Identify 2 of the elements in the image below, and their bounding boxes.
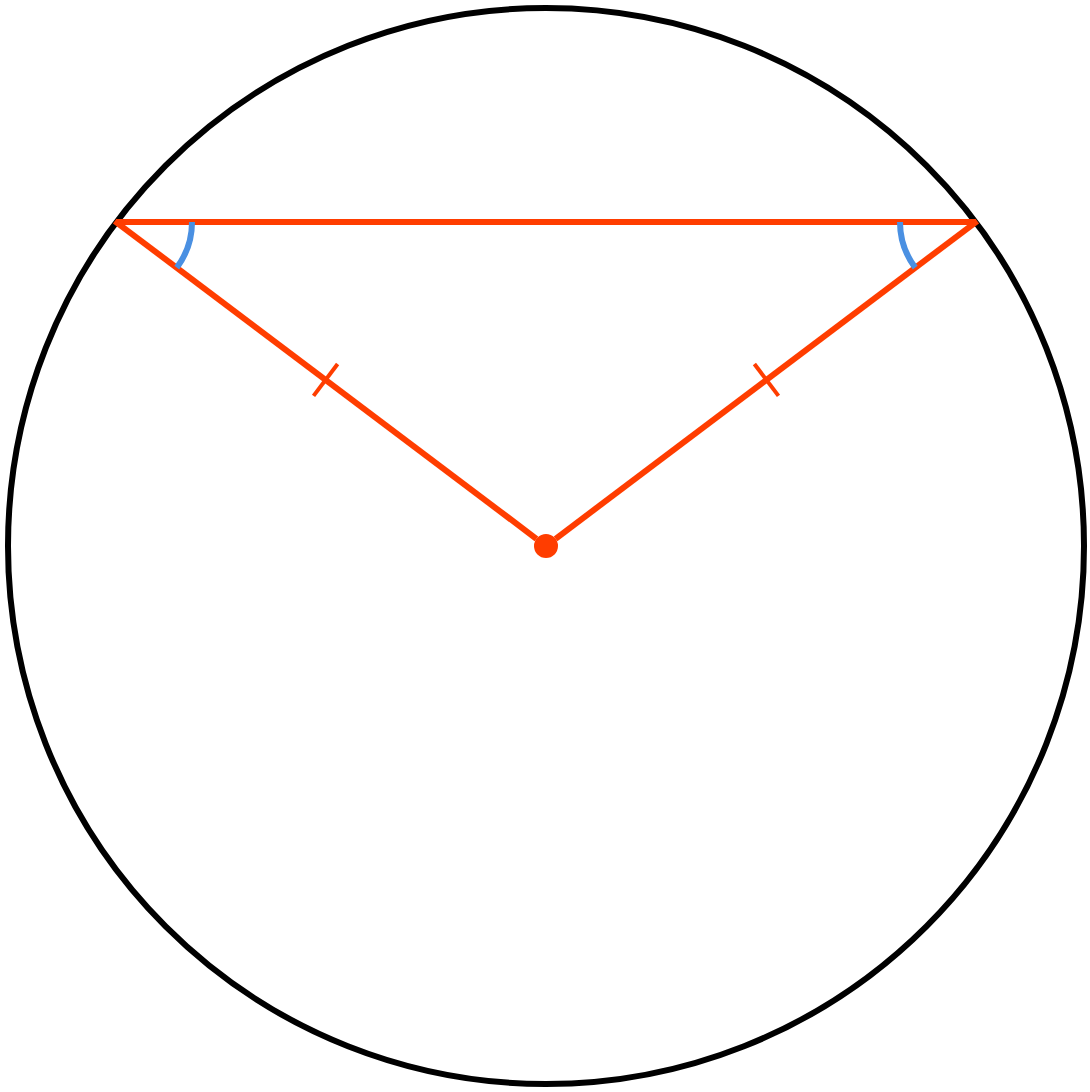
radius-line	[112, 218, 539, 542]
radius-line	[553, 218, 980, 542]
